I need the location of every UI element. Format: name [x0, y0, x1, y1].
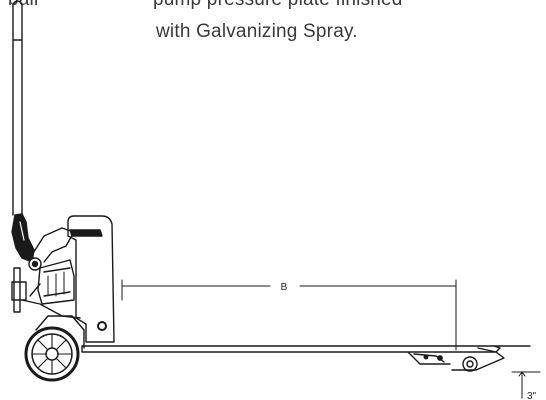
dimension-height-line	[511, 371, 541, 399]
handle-grip	[11, 213, 42, 271]
fork	[81, 345, 531, 371]
dimension-b-label: B	[281, 282, 288, 293]
chassis-body	[67, 215, 115, 343]
dimension-b-line	[121, 279, 457, 351]
load-roller	[462, 356, 478, 372]
handle-bar	[12, 0, 23, 216]
dimension-height-label: 3"	[527, 391, 537, 400]
caption-line-1: pump pressure plate finished	[153, 0, 403, 14]
caption-ball-text: ball	[8, 0, 38, 14]
caption-line-2: with Galvanizing Spray.	[156, 21, 358, 42]
pump-mechanism	[11, 227, 81, 319]
steer-wheel	[24, 315, 85, 382]
